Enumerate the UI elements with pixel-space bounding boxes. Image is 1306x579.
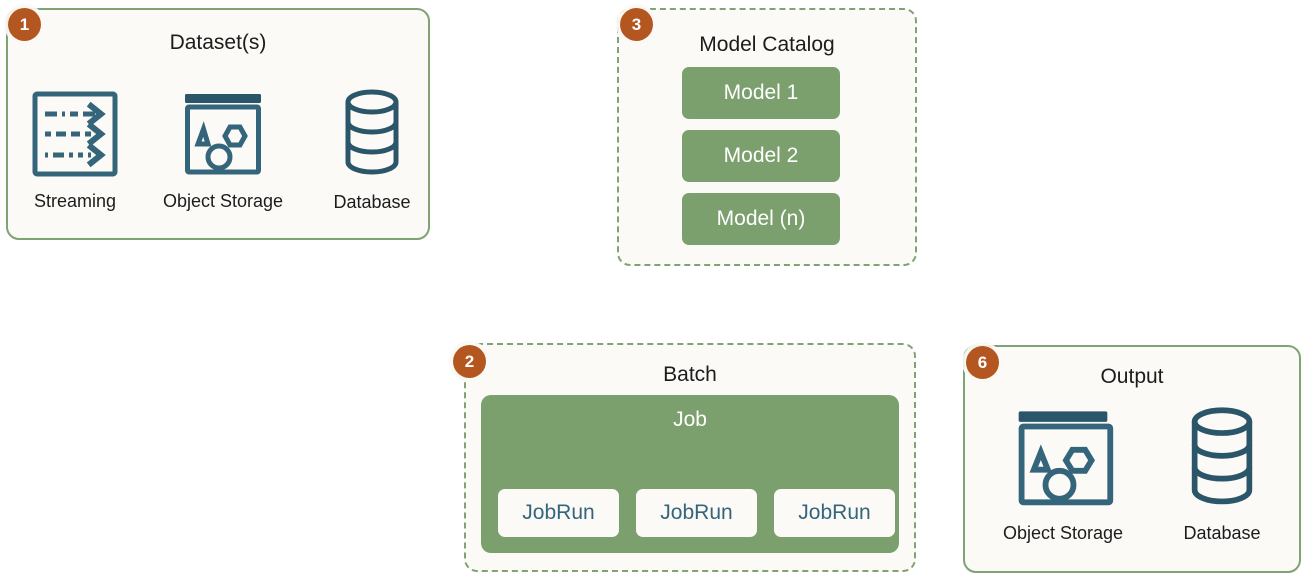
output-icon-object-storage[interactable]: Object Storage: [983, 402, 1143, 544]
model-chip-2[interactable]: Model 2: [682, 130, 840, 182]
model-chip-1[interactable]: Model 1: [682, 67, 840, 119]
panel-output-title: Output: [1100, 365, 1164, 388]
panel-model-catalog-title: Model Catalog: [699, 33, 835, 56]
step-badge-6: 6: [966, 346, 999, 379]
streaming-icon: [27, 86, 123, 187]
output-icon-object-storage-label: Object Storage: [1002, 523, 1124, 543]
dataset-icon-database-label: Database: [333, 192, 411, 212]
output-icon-database-label: Database: [1183, 523, 1261, 543]
database-icon: [1167, 400, 1277, 519]
job-label: Job: [673, 408, 707, 431]
panel-batch[interactable]: Batch Job JobRun JobRun JobRun: [464, 343, 916, 572]
panel-datasets-title: Dataset(s): [169, 31, 267, 54]
database-icon: [324, 83, 420, 188]
object-storage-icon: [1005, 402, 1121, 519]
jobrun-box-2[interactable]: JobRun: [636, 489, 757, 537]
dataset-icon-streaming[interactable]: Streaming: [12, 86, 138, 212]
panel-batch-title: Batch: [663, 363, 717, 386]
dataset-icon-object-storage[interactable]: Object Storage: [149, 86, 297, 212]
step-badge-3: 3: [620, 8, 653, 41]
jobrun-box-3[interactable]: JobRun: [774, 489, 895, 537]
panel-output[interactable]: Output Object Storage: [963, 345, 1301, 573]
step-badge-1: 1: [8, 8, 41, 41]
dataset-icon-object-storage-label: Object Storage: [162, 191, 284, 211]
jobrun-box-1[interactable]: JobRun: [498, 489, 619, 537]
object-storage-icon: [174, 86, 272, 187]
dataset-icon-streaming-label: Streaming: [33, 191, 117, 211]
panel-datasets[interactable]: Dataset(s) Streami: [6, 8, 430, 240]
panel-model-catalog[interactable]: Model Catalog Model 1 Model 2 Model (n): [617, 8, 917, 266]
output-icon-database[interactable]: Database: [1155, 400, 1289, 544]
dataset-icon-database[interactable]: Database: [308, 83, 436, 213]
step-badge-2: 2: [453, 345, 486, 378]
model-chip-n[interactable]: Model (n): [682, 193, 840, 245]
job-box[interactable]: Job JobRun JobRun JobRun: [481, 395, 899, 553]
